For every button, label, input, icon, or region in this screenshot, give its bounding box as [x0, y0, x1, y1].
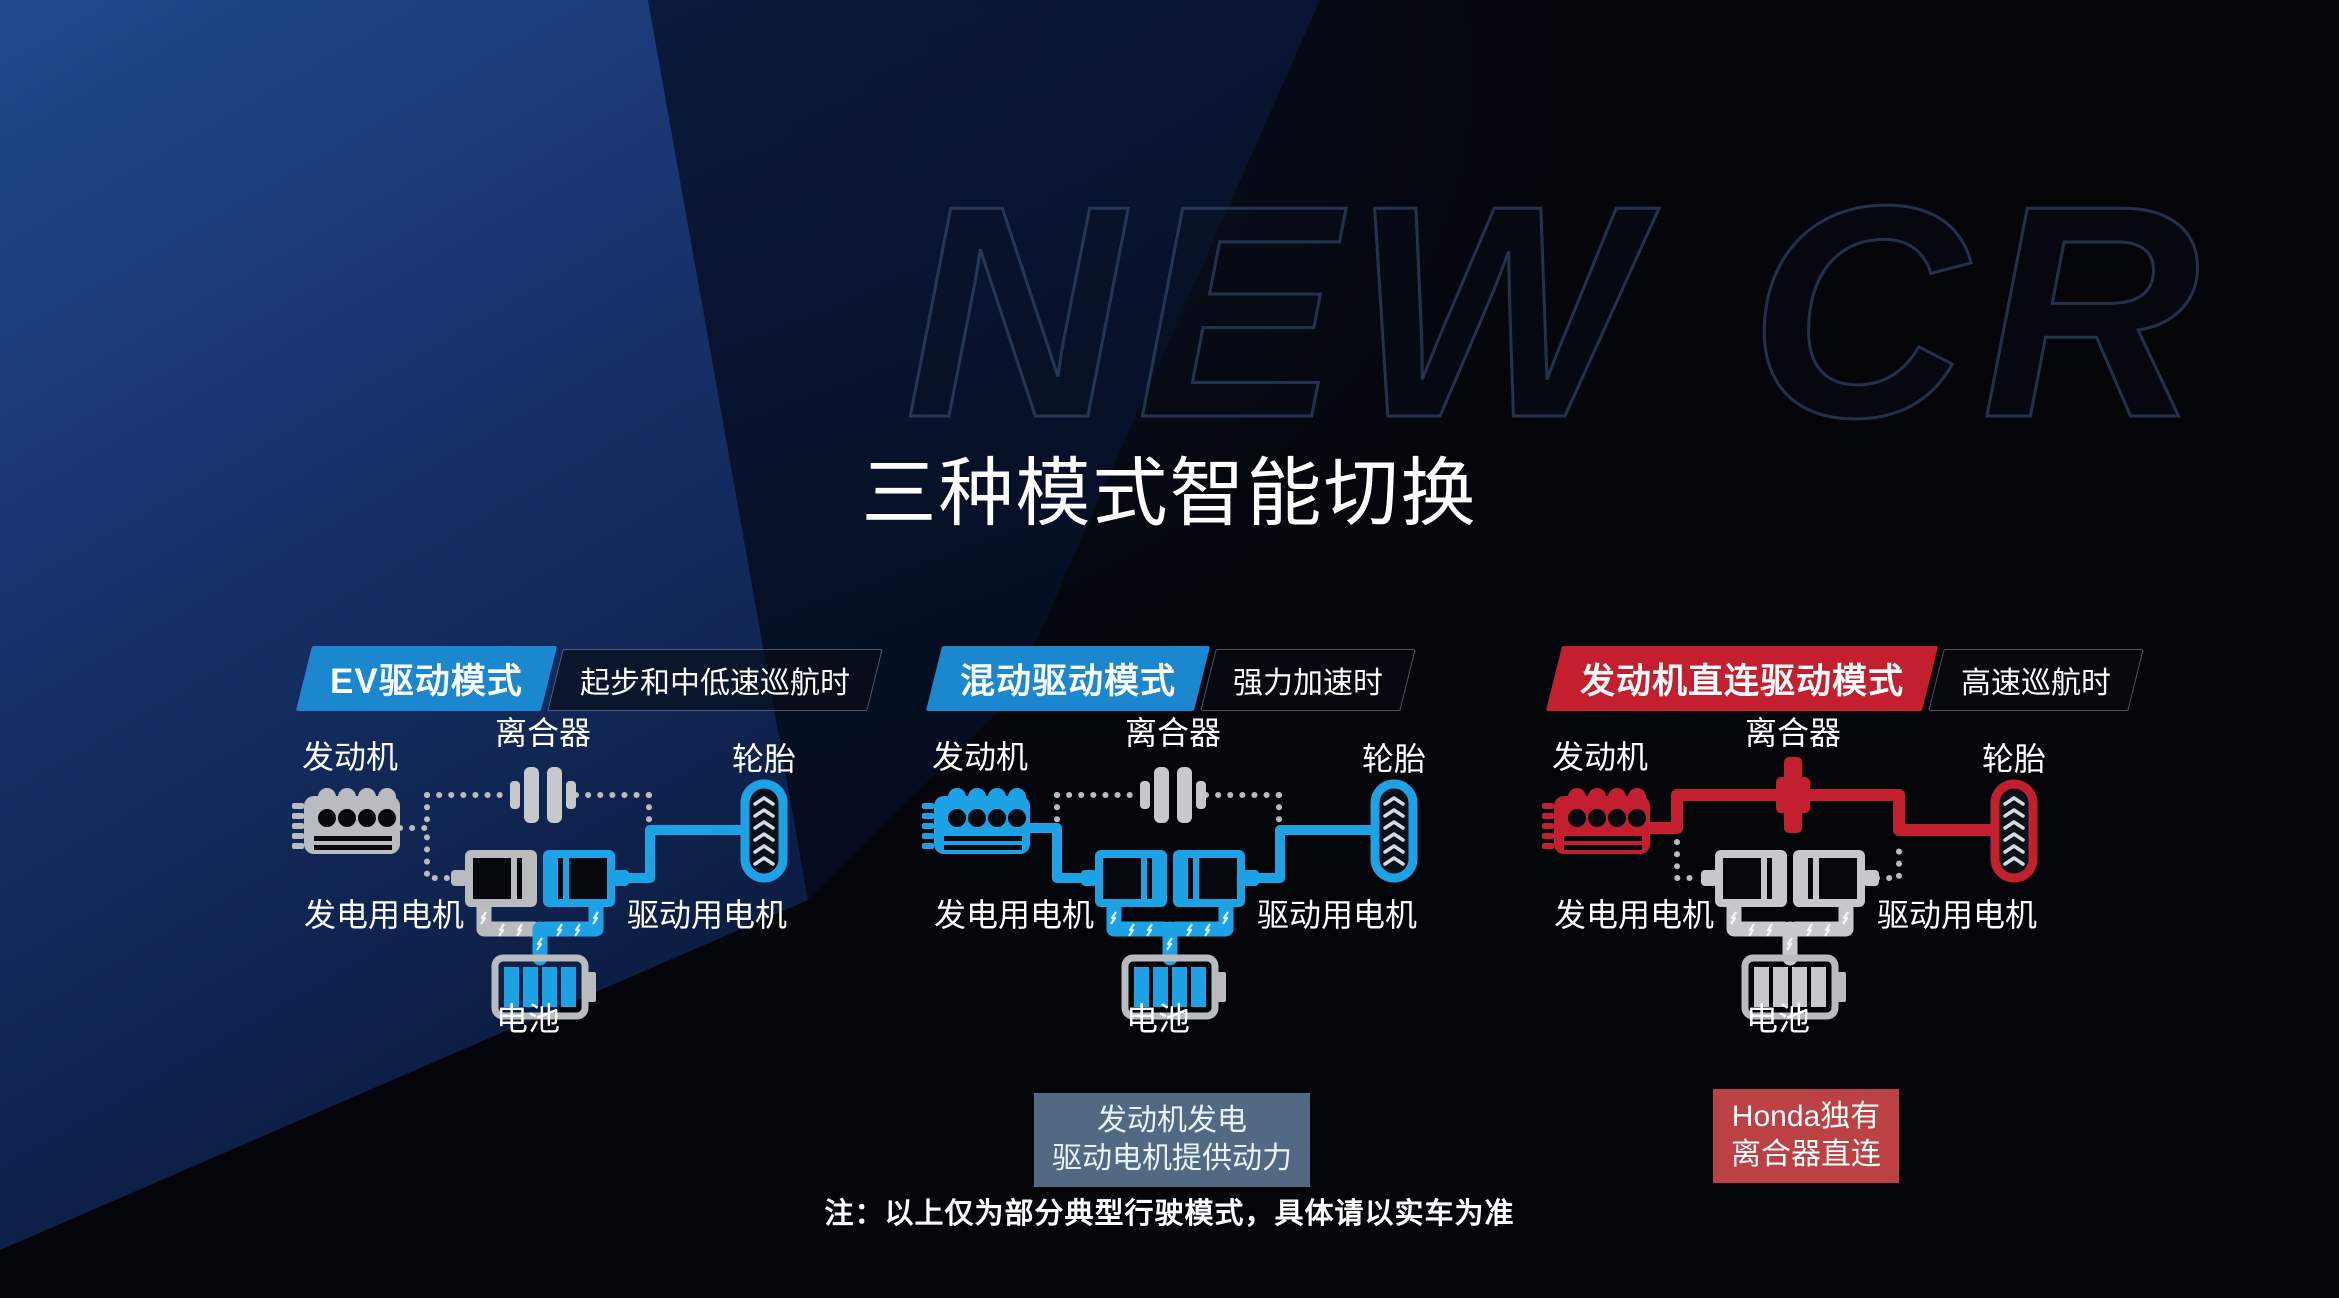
- battery-label: 电池: [1125, 1001, 1191, 1037]
- clutch-engaged-icon: [1776, 757, 1810, 833]
- clutch-label: 离合器: [494, 715, 592, 751]
- battery-label: 电池: [1745, 1001, 1811, 1037]
- tire-label: 轮胎: [731, 741, 797, 777]
- drive-motor-label: 驱动用电机: [1256, 897, 1418, 933]
- drive-motor-icon: [1173, 850, 1259, 907]
- battery-label: 电池: [495, 1001, 561, 1037]
- engine-icon: [922, 788, 1030, 854]
- tire-icon: [740, 779, 788, 883]
- generator-label: 发电用电机: [933, 897, 1095, 933]
- tire-label: 轮胎: [1361, 741, 1427, 777]
- engine-label: 发动机: [301, 739, 399, 775]
- disclaimer-footnote: 注：以上仅为部分典型行驶模式，具体请以实车为准: [824, 1198, 1515, 1230]
- battery-icon: [1121, 954, 1226, 1020]
- generator-label: 发电用电机: [1553, 897, 1715, 933]
- drive-motor-icon: [1793, 850, 1879, 907]
- engine-icon: [1542, 788, 1650, 854]
- drive-motor-label: 驱动用电机: [626, 897, 788, 933]
- tire-icon: [1990, 779, 2038, 883]
- engine-label: 发动机: [931, 739, 1029, 775]
- generator-motor-icon: [1081, 850, 1167, 907]
- clutch-label: 离合器: [1744, 715, 1842, 751]
- note-line: 发动机发电: [1097, 1104, 1247, 1137]
- note-line: 离合器直连: [1731, 1138, 1881, 1171]
- powertrain-diagram-direct: 发动机 离合器 轮胎 发电用电机 驱动用电机 电池: [1520, 700, 2080, 1060]
- tire-icon: [1370, 779, 1418, 883]
- clutch-open-icon: [510, 767, 576, 823]
- page-title: 三种模式智能切换: [861, 451, 1478, 535]
- power-flow-pipes: [1106, 899, 1234, 966]
- generator-motor-icon: [1701, 850, 1787, 907]
- background-watermark-text: NEW CR: [904, 142, 2214, 482]
- clutch-open-icon: [1140, 767, 1206, 823]
- powertrain-schematic: [1542, 757, 2038, 1020]
- battery-icon: [1741, 954, 1846, 1020]
- engine-label: 发动机: [1551, 739, 1649, 775]
- power-flow-pipes: [476, 899, 604, 966]
- battery-icon: [491, 954, 596, 1020]
- note-line: 驱动电机提供动力: [1052, 1142, 1292, 1175]
- mode-column-hybrid: 混动驱动模式强力加速时: [900, 630, 1480, 1280]
- generator-label: 发电用电机: [303, 897, 465, 933]
- drive-motor-icon: [543, 850, 629, 907]
- powertrain-schematic: [292, 767, 788, 1020]
- mode-column-direct: 发动机直连驱动模式高速巡航时: [1520, 630, 2144, 1280]
- powertrain-diagram-ev: 发动机 离合器 轮胎 发电用电机 驱动用电机 电池: [270, 700, 830, 1060]
- note-line: Honda独有: [1731, 1100, 1881, 1133]
- generator-motor-icon: [451, 850, 537, 907]
- powertrain-schematic: [922, 767, 1418, 1020]
- hybrid-mode-note: 发动机发电 驱动电机提供动力: [1034, 1093, 1310, 1187]
- clutch-label: 离合器: [1124, 715, 1222, 751]
- tire-label: 轮胎: [1981, 741, 2047, 777]
- drive-motor-label: 驱动用电机: [1876, 897, 2038, 933]
- direct-mode-note: Honda独有 离合器直连: [1713, 1089, 1899, 1183]
- power-flow-pipes: [1726, 899, 1854, 966]
- mode-column-ev: EV驱动模式起步和中低速巡航时: [270, 630, 883, 1280]
- engine-icon: [292, 788, 400, 854]
- powertrain-diagram-hybrid: 发动机 离合器 轮胎 发电用电机 驱动用电机 电池: [900, 700, 1460, 1060]
